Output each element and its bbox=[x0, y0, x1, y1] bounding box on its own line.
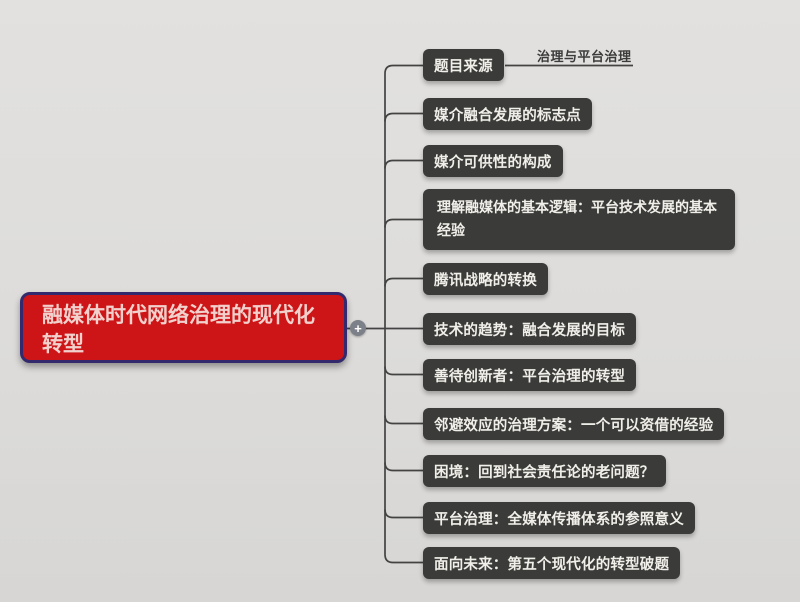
branch-node-10[interactable]: 平台治理：全媒体传播体系的参照意义 bbox=[423, 502, 695, 534]
link-branch-4 bbox=[384, 218, 423, 228]
branch-node-5[interactable]: 腾讯战略的转换 bbox=[423, 263, 548, 295]
plus-icon: + bbox=[354, 320, 362, 336]
branch-node-1[interactable]: 题目来源 bbox=[423, 49, 504, 81]
branch-node-6[interactable]: 技术的趋势：融合发展的目标 bbox=[423, 313, 637, 345]
link-branch-8 bbox=[384, 415, 423, 425]
root-topic[interactable]: 融媒体时代网络治理的现代化转型 bbox=[20, 292, 347, 363]
link-branch-3 bbox=[384, 159, 423, 169]
float-topic-label[interactable]: 治理与平台治理 bbox=[537, 49, 632, 64]
link-branch-10 bbox=[384, 509, 423, 519]
root-topic-label: 融媒体时代网络治理的现代化转型 bbox=[42, 303, 315, 356]
link-branch-9 bbox=[384, 462, 423, 472]
expander-button[interactable]: + bbox=[350, 320, 366, 336]
branch-node-7[interactable]: 善待创新者：平台治理的转型 bbox=[423, 359, 637, 391]
branch-node-2[interactable]: 媒介融合发展的标志点 bbox=[423, 98, 592, 130]
link-branch-7 bbox=[384, 366, 423, 376]
link-trunk bbox=[384, 64, 423, 564]
branch-node-11[interactable]: 面向未来：第五个现代化的转型破题 bbox=[423, 547, 681, 579]
link-branch-5 bbox=[384, 277, 423, 287]
branch-node-3[interactable]: 媒介可供性的构成 bbox=[423, 145, 563, 177]
link-branch-2 bbox=[384, 112, 423, 122]
branch-node-9[interactable]: 困境：回到社会责任论的老问题？ bbox=[423, 455, 666, 487]
branch-node-8[interactable]: 邻避效应的治理方案：一个可以资借的经验 bbox=[423, 408, 725, 440]
branch-node-4[interactable]: 理解融媒体的基本逻辑：平台技术发展的基本经验 bbox=[423, 189, 735, 250]
